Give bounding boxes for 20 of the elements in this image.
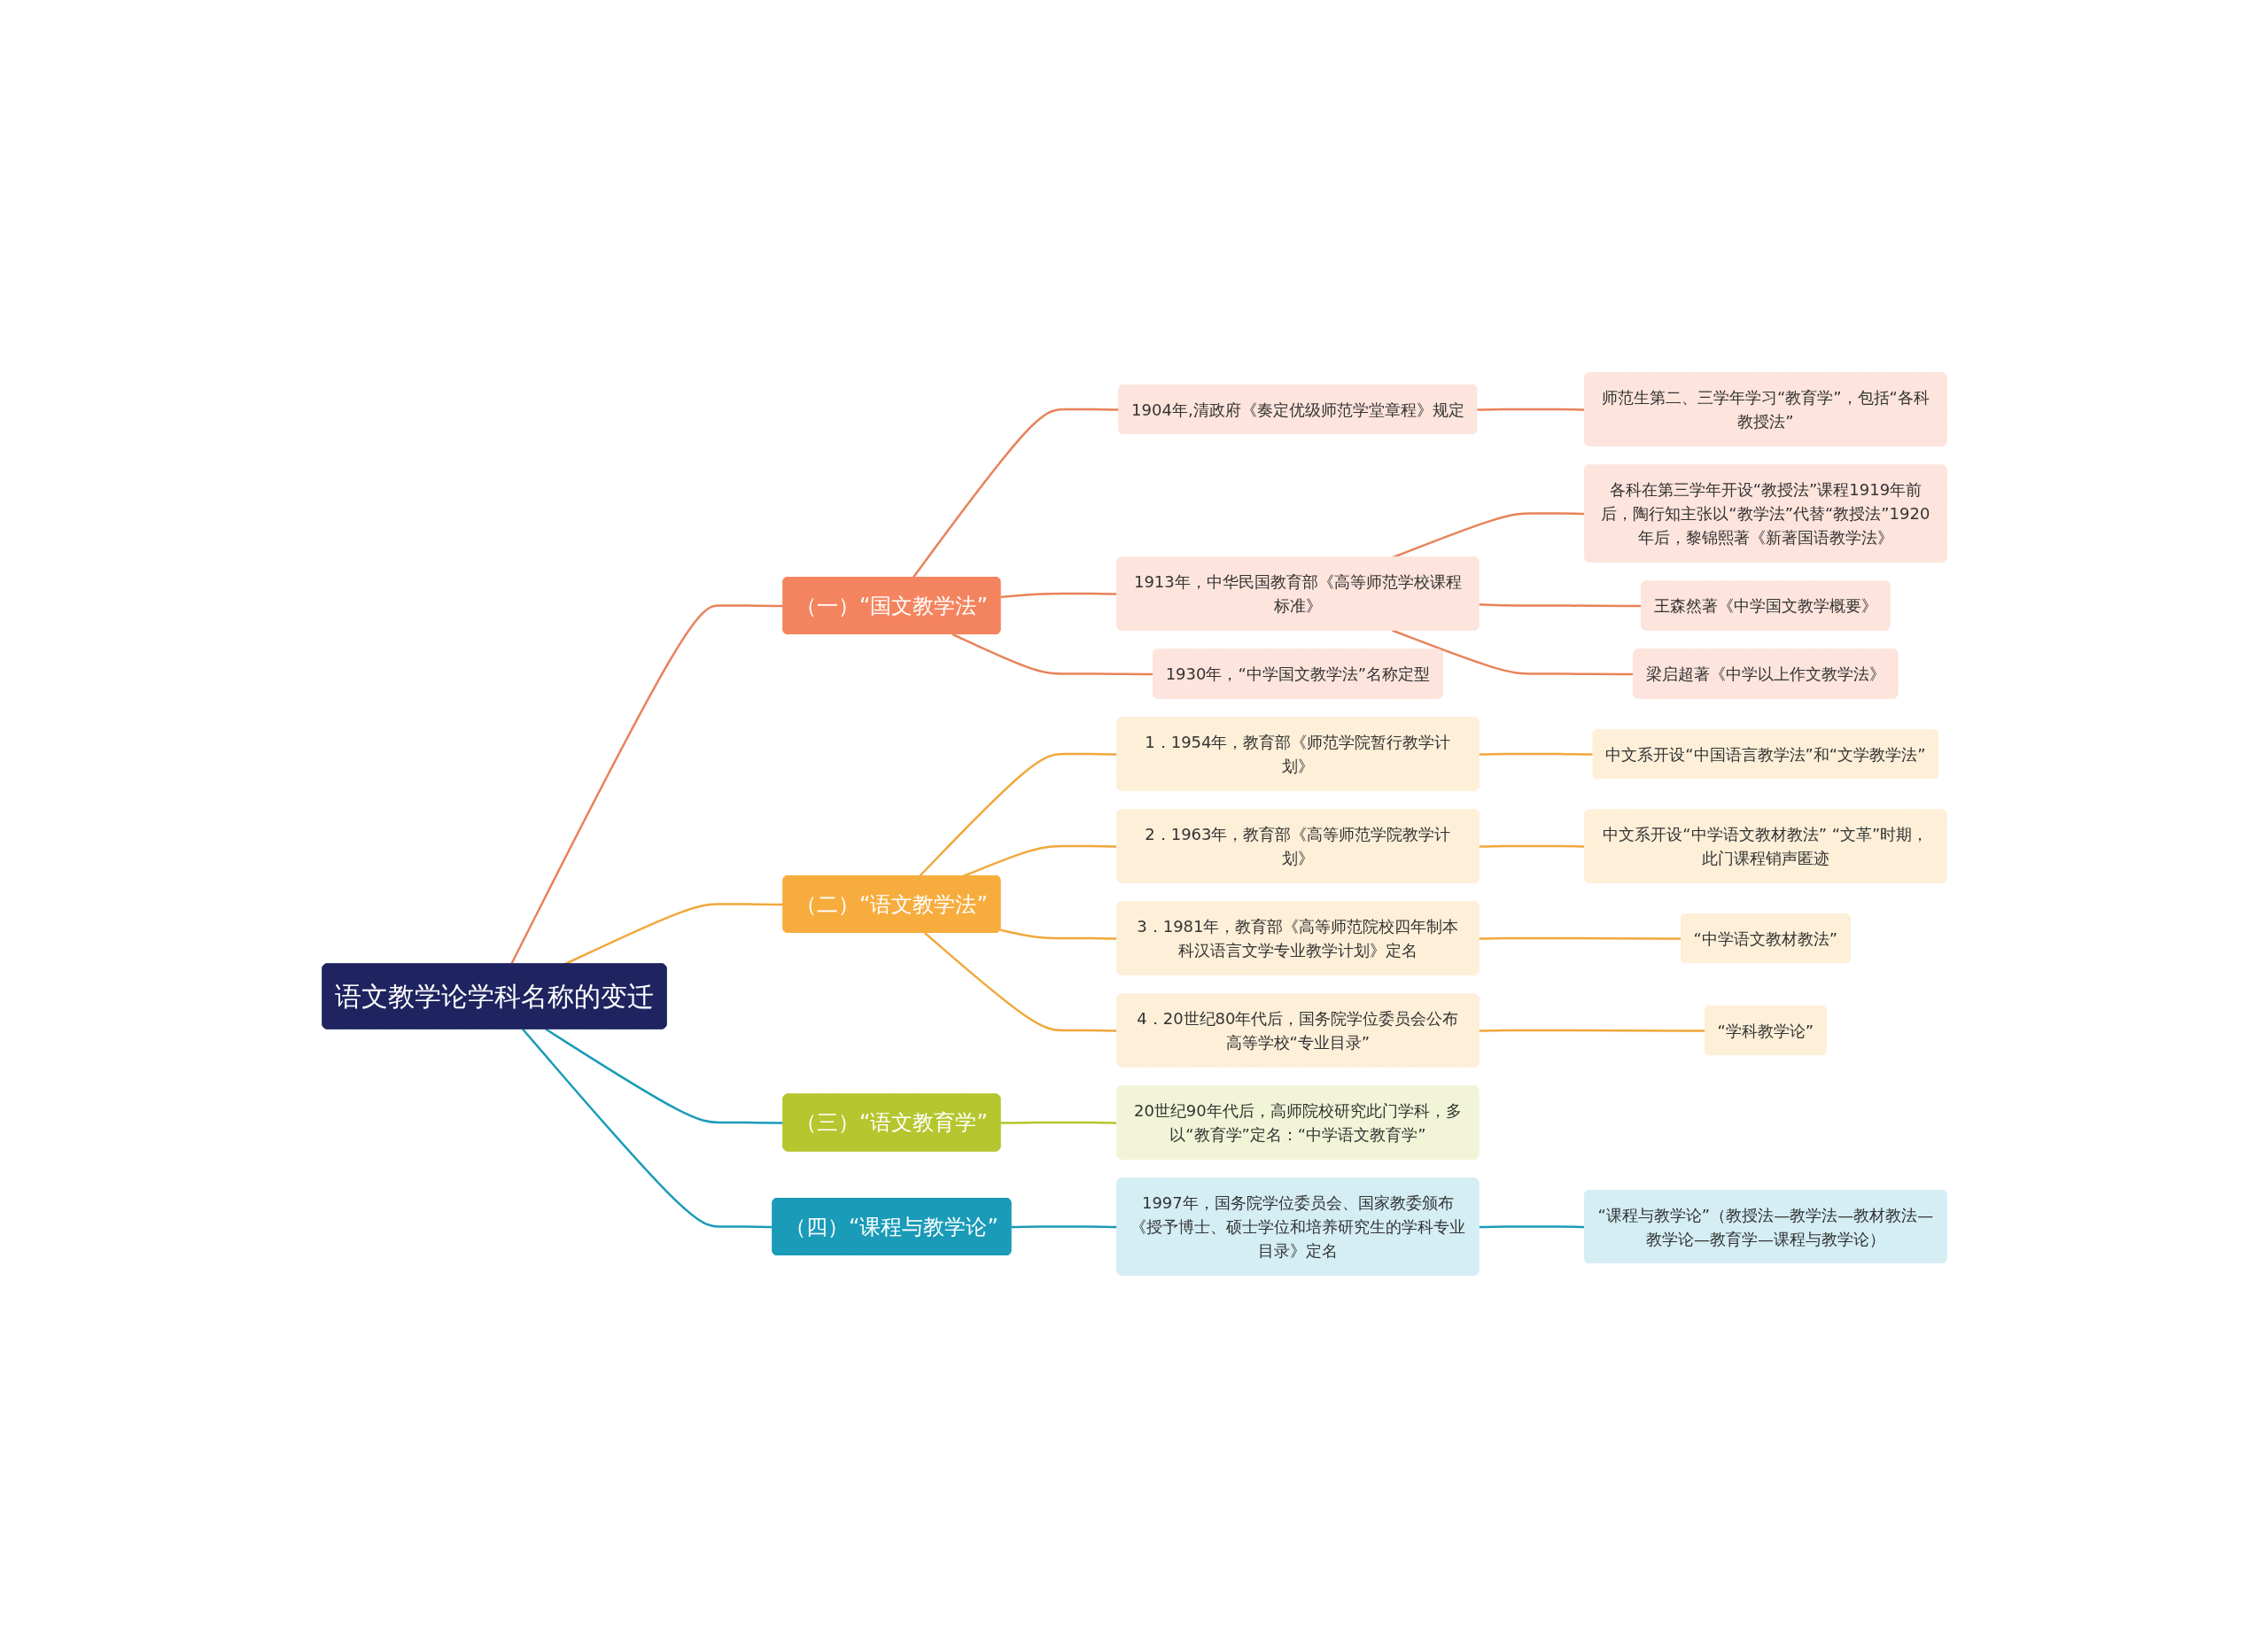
connector bbox=[923, 931, 1117, 1032]
connector bbox=[951, 633, 1153, 675]
connector bbox=[1478, 602, 1642, 607]
connector bbox=[1010, 1224, 1117, 1228]
connector bbox=[1476, 408, 1585, 411]
connector bbox=[999, 592, 1117, 598]
connector bbox=[521, 1028, 773, 1228]
connector bbox=[1478, 936, 1682, 940]
connector bbox=[962, 844, 1117, 877]
connector bbox=[1478, 1224, 1585, 1228]
connector bbox=[544, 1027, 784, 1124]
connector bbox=[1391, 628, 1634, 675]
connector bbox=[918, 752, 1117, 877]
connector bbox=[1478, 1029, 1705, 1032]
connector bbox=[999, 1121, 1117, 1124]
connector bbox=[999, 928, 1117, 940]
connector bbox=[1478, 844, 1585, 848]
connector bbox=[509, 603, 784, 965]
connector bbox=[912, 408, 1120, 579]
connector bbox=[1478, 752, 1594, 756]
